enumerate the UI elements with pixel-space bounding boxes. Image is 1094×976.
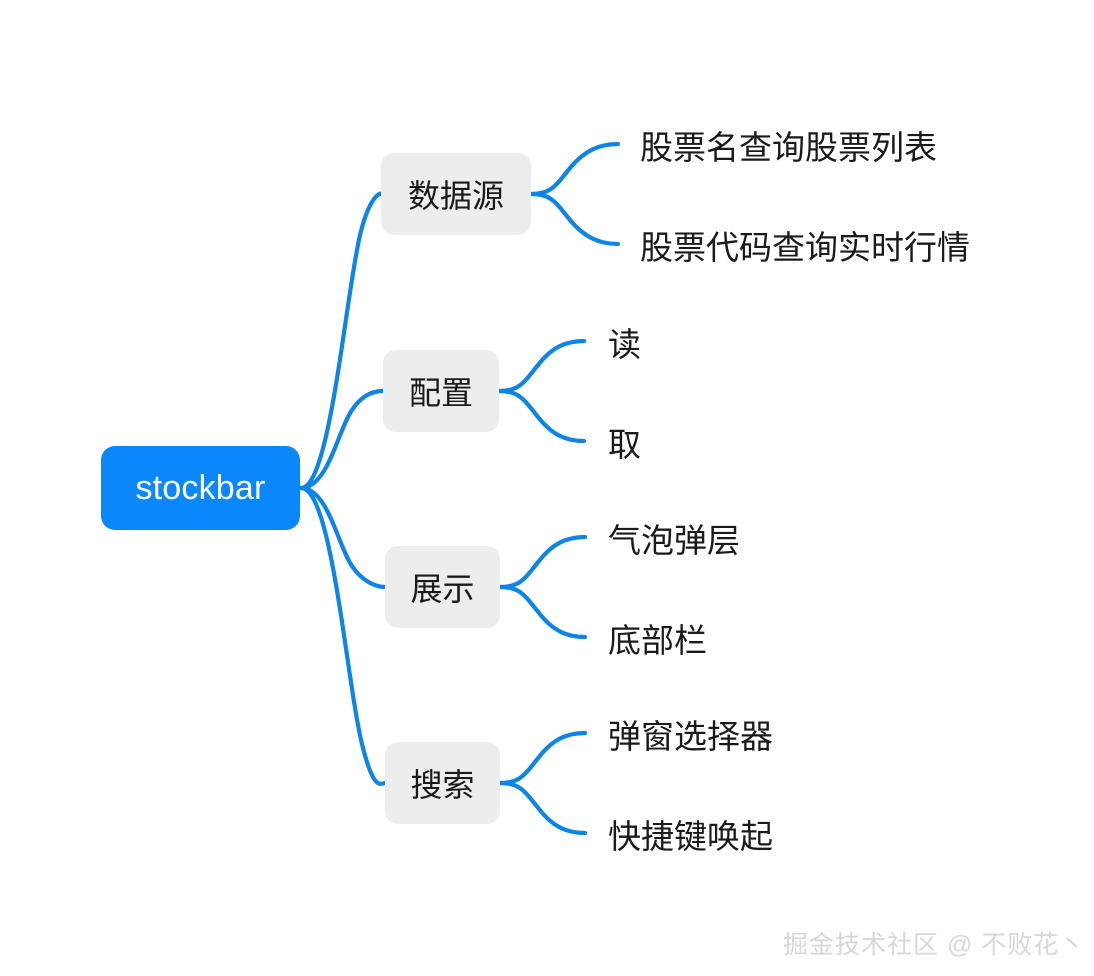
branch-node-display[interactable]: 展示 bbox=[385, 546, 500, 628]
connector-root-to-branch-1 bbox=[298, 191, 384, 491]
connector-branch-2-leaf-1 bbox=[496, 338, 587, 394]
leaf-text: 股票名查询股票列表 bbox=[640, 129, 937, 166]
leaf-label-shortcut-invoke[interactable]: 快捷键唤起 bbox=[608, 820, 773, 853]
connector-branch-3-leaf-1 bbox=[497, 534, 588, 590]
leaf-label-bubble-popup[interactable]: 气泡弹层 bbox=[608, 524, 740, 557]
leaf-text: 取 bbox=[608, 426, 641, 463]
leaf-text: 快捷键唤起 bbox=[608, 818, 773, 855]
branch-node-label: 展示 bbox=[410, 571, 475, 607]
watermark-text: 掘金技术社区 @ 不败花丶 bbox=[783, 931, 1086, 959]
root-node-label: stockbar bbox=[135, 468, 266, 507]
branch-node-data-source[interactable]: 数据源 bbox=[381, 153, 531, 235]
leaf-label-bottom-bar[interactable]: 底部栏 bbox=[608, 624, 707, 657]
leaf-label-stock-name-query-list[interactable]: 股票名查询股票列表 bbox=[640, 131, 937, 164]
leaf-text: 股票代码查询实时行情 bbox=[640, 229, 970, 266]
leaf-label-stock-code-query-realtime[interactable]: 股票代码查询实时行情 bbox=[640, 231, 970, 264]
connector-root-to-branch-3 bbox=[298, 485, 388, 590]
leaf-label-popup-selector[interactable]: 弹窗选择器 bbox=[608, 720, 773, 753]
branch-node-label: 搜索 bbox=[410, 767, 475, 803]
connector-branch-1-leaf-2 bbox=[528, 191, 621, 247]
branch-node-label: 数据源 bbox=[407, 178, 504, 214]
connector-branch-2-leaf-2 bbox=[496, 388, 587, 444]
connector-root-to-branch-2 bbox=[298, 388, 386, 491]
connector-branch-4-leaf-1 bbox=[497, 730, 588, 786]
watermark: 掘金技术社区 @ 不败花丶 bbox=[783, 925, 1085, 961]
branch-node-label: 配置 bbox=[408, 375, 473, 411]
connector-branch-1-leaf-1 bbox=[528, 141, 621, 197]
branch-node-search[interactable]: 搜索 bbox=[385, 742, 500, 824]
root-node-stockbar[interactable]: stockbar bbox=[101, 446, 300, 530]
leaf-text: 读 bbox=[608, 326, 641, 363]
leaf-text: 弹窗选择器 bbox=[608, 718, 773, 755]
leaf-label-read[interactable]: 读 bbox=[608, 328, 641, 361]
connector-root-to-branch-4 bbox=[298, 485, 388, 786]
branch-node-config[interactable]: 配置 bbox=[383, 350, 499, 432]
connector-branch-4-leaf-2 bbox=[497, 780, 588, 836]
leaf-text: 底部栏 bbox=[608, 622, 707, 659]
leaf-label-fetch[interactable]: 取 bbox=[608, 428, 641, 461]
connector-branch-3-leaf-2 bbox=[497, 584, 588, 640]
leaf-text: 气泡弹层 bbox=[608, 522, 740, 559]
